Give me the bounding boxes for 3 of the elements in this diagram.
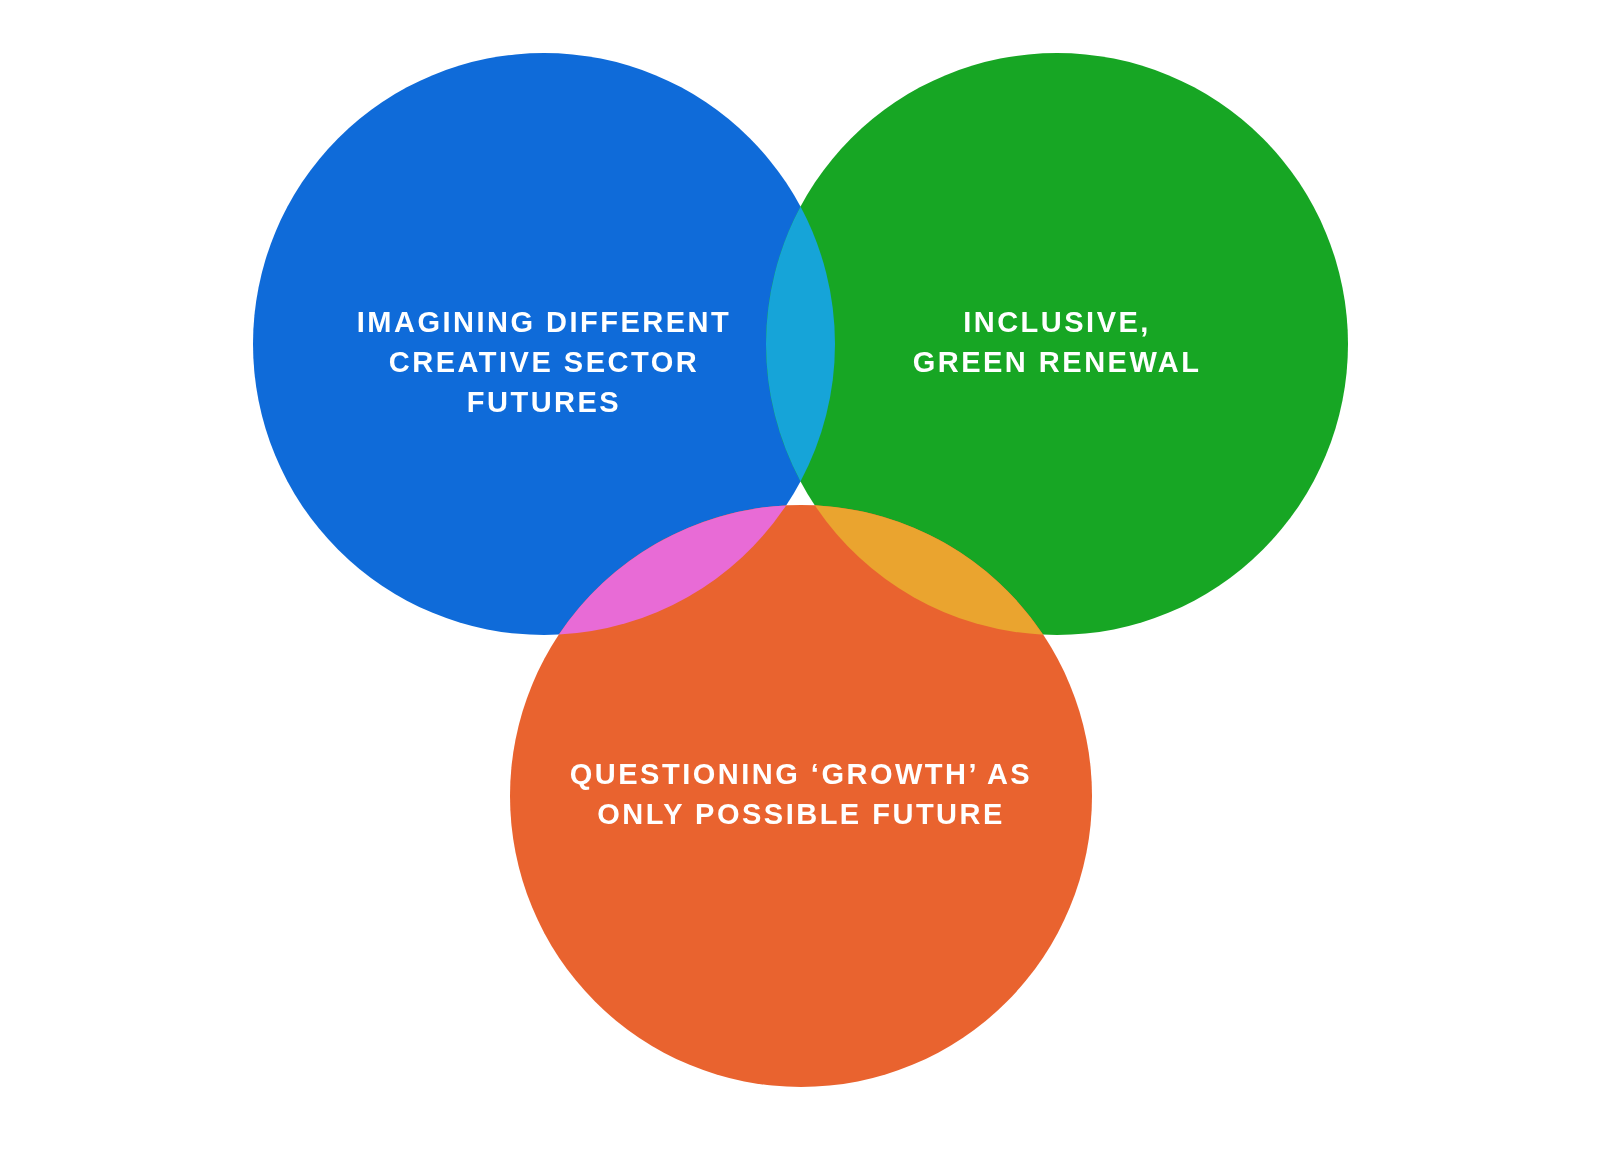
circle-label: INCLUSIVE, GREEN RENEWAL bbox=[911, 305, 1203, 380]
circle-label: IMAGINING DIFFERENT CREATIVE SECTOR FUTURES bbox=[355, 305, 733, 420]
circle-label: QUESTIONING ‘GROWTH’ AS ONLY POSSIBLE FUTURE bbox=[568, 757, 1034, 832]
